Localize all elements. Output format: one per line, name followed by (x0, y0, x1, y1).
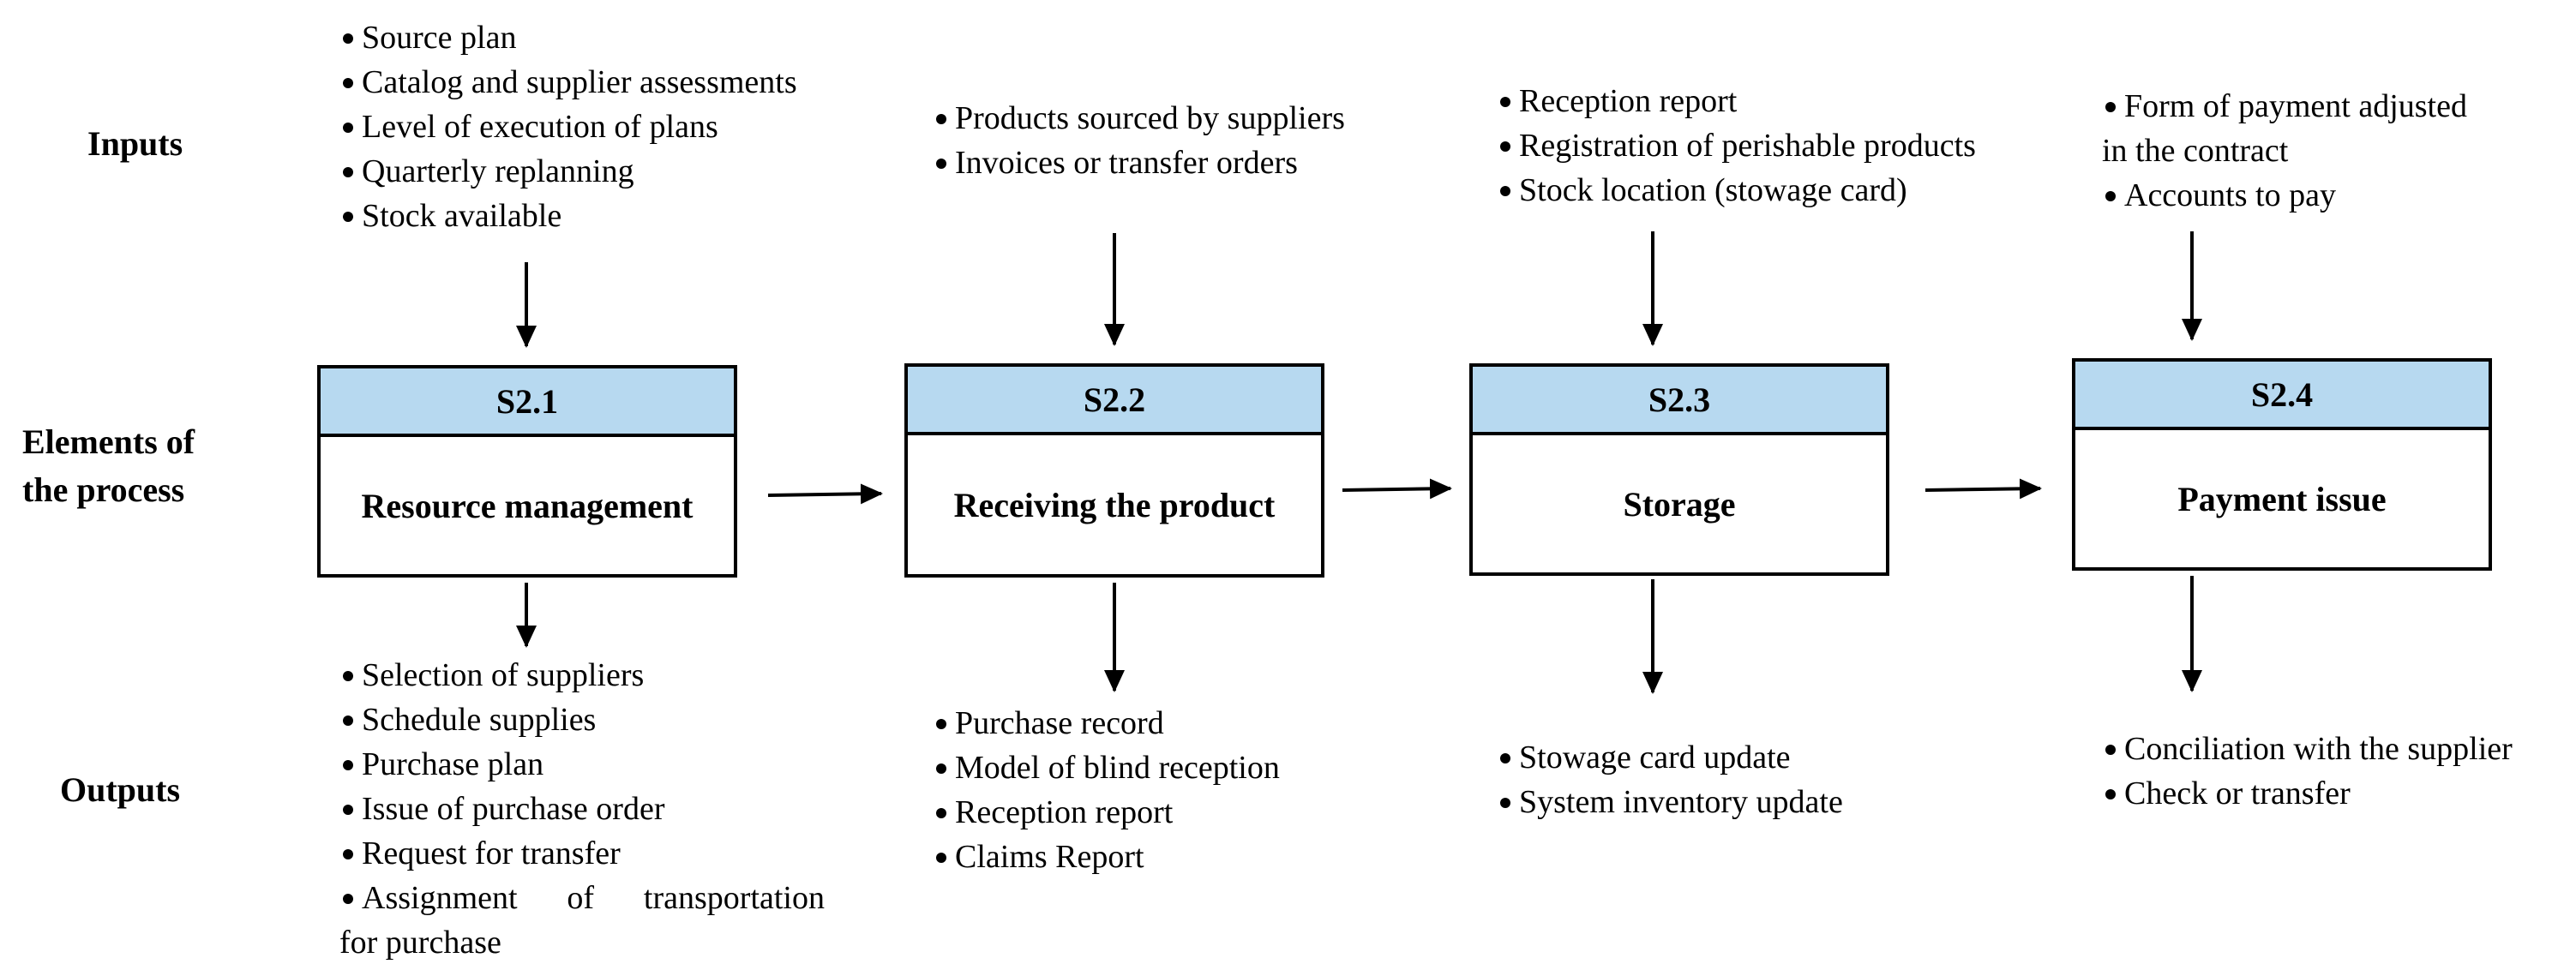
step-1-outputs: Selection of suppliers Schedule supplies… (339, 653, 825, 965)
output-item: Claims Report (933, 835, 1280, 879)
input-item: Accounts to pay (2102, 173, 2467, 218)
output-item: Check or transfer (2102, 771, 2513, 816)
step-name: Payment issue (2177, 479, 2387, 518)
row-label-elements-line1: Elements of (22, 422, 195, 461)
output-item: Request for transfer (339, 831, 825, 876)
output-item: System inventory update (1497, 780, 1843, 824)
input-item: Catalog and supplier assessments (339, 60, 797, 105)
row-label-elements-line2: the process (22, 470, 185, 509)
input-item-line1: Form of payment adjusted (2124, 88, 2467, 124)
output-item: Selection of suppliers (339, 653, 825, 698)
output-item: Stowage card update (1497, 735, 1843, 780)
step-box-s2-4: S2.4 Payment issue (2072, 358, 2492, 571)
step-1-inputs: Source plan Catalog and supplier assessm… (339, 15, 797, 238)
step-name: Receiving the product (953, 485, 1276, 524)
output-item: Conciliation with the supplier (2102, 727, 2513, 771)
input-item: Stock location (stowage card) (1497, 168, 1976, 213)
row-label-elements: Elements of the process (22, 418, 195, 514)
output-item-line1: Assignment of transportation (362, 880, 825, 916)
output-item: Model of blind reception (933, 745, 1280, 790)
step-4-inputs: Form of payment adjusted in the contract… (2102, 84, 2467, 218)
step-code: S2.1 (321, 368, 734, 437)
input-item-line2: in the contract (2102, 133, 2289, 169)
step-2-outputs: Purchase record Model of blind reception… (933, 701, 1280, 879)
row-label-inputs: Inputs (87, 124, 183, 163)
flow-arrow-1-2 (767, 483, 883, 505)
input-item: Registration of perishable products (1497, 123, 1976, 168)
step-3-outputs: Stowage card update System inventory upd… (1497, 735, 1843, 824)
step-box-s2-2: S2.2 Receiving the product (904, 363, 1324, 578)
input-item: Source plan (339, 15, 797, 60)
output-item-line2: for purchase (339, 925, 501, 961)
step-4-outputs: Conciliation with the supplier Check or … (2102, 727, 2513, 816)
output-item: Purchase record (933, 701, 1280, 745)
output-item: Schedule supplies (339, 698, 825, 742)
input-item: Form of payment adjusted in the contract (2102, 84, 2467, 173)
input-item: Reception report (1497, 79, 1976, 123)
step-name: Resource management (361, 486, 694, 525)
step-3-inputs: Reception report Registration of perisha… (1497, 79, 1976, 213)
step-code: S2.4 (2075, 362, 2489, 430)
input-item: Invoices or transfer orders (933, 141, 1345, 185)
output-item: Issue of purchase order (339, 787, 825, 831)
output-item: Assignment of transportation for purchas… (339, 876, 825, 965)
step-code: S2.3 (1473, 367, 1886, 435)
output-item: Reception report (933, 790, 1280, 835)
step-name: Storage (1623, 484, 1736, 524)
step-box-s2-3: S2.3 Storage (1469, 363, 1889, 576)
flow-arrow-2-3 (1342, 478, 1452, 500)
step-2-inputs: Products sourced by suppliers Invoices o… (933, 96, 1345, 185)
flow-arrow-3-4 (1924, 478, 2042, 500)
step-box-s2-1: S2.1 Resource management (317, 365, 737, 578)
input-item: Level of execution of plans (339, 105, 797, 149)
input-item: Quarterly replanning (339, 149, 797, 194)
input-item: Stock available (339, 194, 797, 238)
step-code: S2.2 (908, 367, 1321, 435)
input-item: Products sourced by suppliers (933, 96, 1345, 141)
row-label-outputs: Outputs (60, 770, 181, 809)
output-item: Purchase plan (339, 742, 825, 787)
